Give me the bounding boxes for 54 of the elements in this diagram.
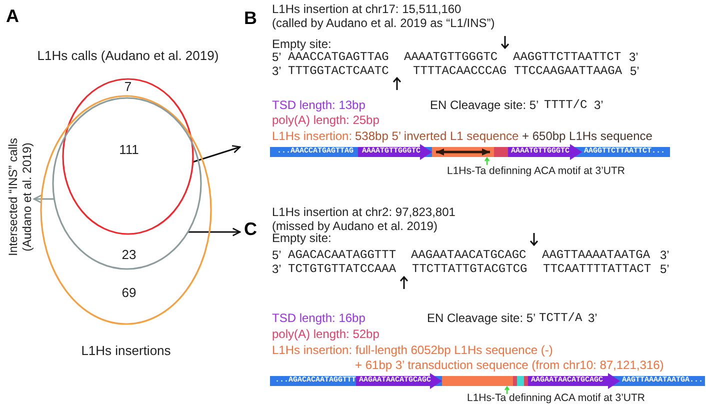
- dna-sequence: TTCCAAGAATTAAGA: [514, 64, 622, 78]
- dna-sequence: TTTTACAACCCAG: [413, 64, 507, 78]
- cleavage-site-label: EN Cleavage site: 5’: [430, 98, 539, 112]
- strand-end: 5’: [272, 50, 282, 64]
- polya-length: poly(A) length: 25bp: [272, 113, 380, 127]
- dna-sequence: AAGTTAAAATAATGA: [542, 248, 650, 262]
- dna-sequence: AGACACAATAGGTTT: [288, 248, 396, 262]
- tsd-length: TSD length: 16bp: [272, 311, 366, 325]
- insertion-detail: 538bp 5’ inverted L1 sequence: [355, 129, 519, 143]
- tsd-length: TSD length: 13bp: [272, 98, 366, 112]
- site-label: Empty site:: [272, 37, 332, 51]
- dna-sequence: AAAATGTTGGGTC: [404, 50, 498, 64]
- arrow: [192, 145, 241, 163]
- insertion-label: L1Hs insertion: full-length 6052bp L1Hs sequence (-): [272, 343, 553, 357]
- strand-end: 3’: [660, 248, 670, 262]
- count: 111: [119, 143, 139, 157]
- arrow: [188, 228, 241, 236]
- set-label: L1Hs insertions: [80, 344, 172, 358]
- count: 69: [122, 286, 136, 300]
- dna-sequence: AAGGTTCTTAATTCT: [513, 50, 622, 64]
- panel-heading: L1Hs insertion at chr17: 15,511,160 (called by Audano et al. 2019 as “L1/INS”): [272, 2, 496, 30]
- arrow: [33, 194, 54, 204]
- count: 23: [122, 248, 136, 262]
- strand-end: 3’: [588, 311, 598, 325]
- dna-sequence: TTTGGTACTCAATC: [288, 64, 389, 78]
- polya-length: poly(A) length: 52bp: [272, 327, 380, 341]
- motif-note: L1Hs-Ta definning ACA motif at 3’UTR: [467, 391, 645, 405]
- strand-end: 3’: [272, 262, 282, 276]
- set-label: Intersected “INS” calls (Audano et al. 2019): [6, 136, 34, 258]
- strand-end: 3’: [272, 64, 282, 78]
- cleavage-motif: TTTT/C: [544, 98, 588, 112]
- dna-sequence: TCTGTGTTATCCAAA: [288, 262, 396, 276]
- cleavage-site-label: EN Cleavage site: 5’: [427, 311, 536, 325]
- dna-sequence: TTCTTATTGTACGTCG: [412, 262, 528, 276]
- strand-end: 3’: [594, 98, 604, 112]
- strand-end: 5’: [660, 262, 670, 276]
- set-label: L1Hs calls (Audano et al. 2019): [36, 49, 220, 63]
- strand-end: 5’: [272, 248, 282, 262]
- dna-sequence: TTCAATTTTATTACT: [543, 262, 652, 276]
- cleavage-motif: TCTT/A: [539, 311, 582, 325]
- panel-letter: C: [244, 219, 257, 239]
- strand-end: 5’: [630, 64, 640, 78]
- insertion-detail: + 61bp 3’ transduction sequence (from chr10: 87,121,316): [355, 358, 664, 372]
- motif-note: L1Hs-Ta definning ACA motif at 3’UTR: [447, 164, 625, 178]
- insertion-detail: + 650bp L1Hs sequence: [522, 129, 652, 143]
- count: 7: [124, 80, 132, 94]
- panel-heading: L1Hs insertion at chr2: 97,823,801 (missed by Audano et al. 2019): [272, 205, 456, 233]
- strand-end: 3’: [629, 50, 638, 64]
- site-label: Empty site:: [272, 231, 332, 245]
- insertion-label: L1Hs insertion:: [272, 129, 352, 143]
- panel-letter: A: [6, 6, 19, 26]
- panel-letter: B: [244, 8, 257, 28]
- dna-sequence: AAGAATAACATGCAGC: [411, 248, 526, 262]
- dna-sequence: AAACCATGAGTTAG: [288, 50, 389, 64]
